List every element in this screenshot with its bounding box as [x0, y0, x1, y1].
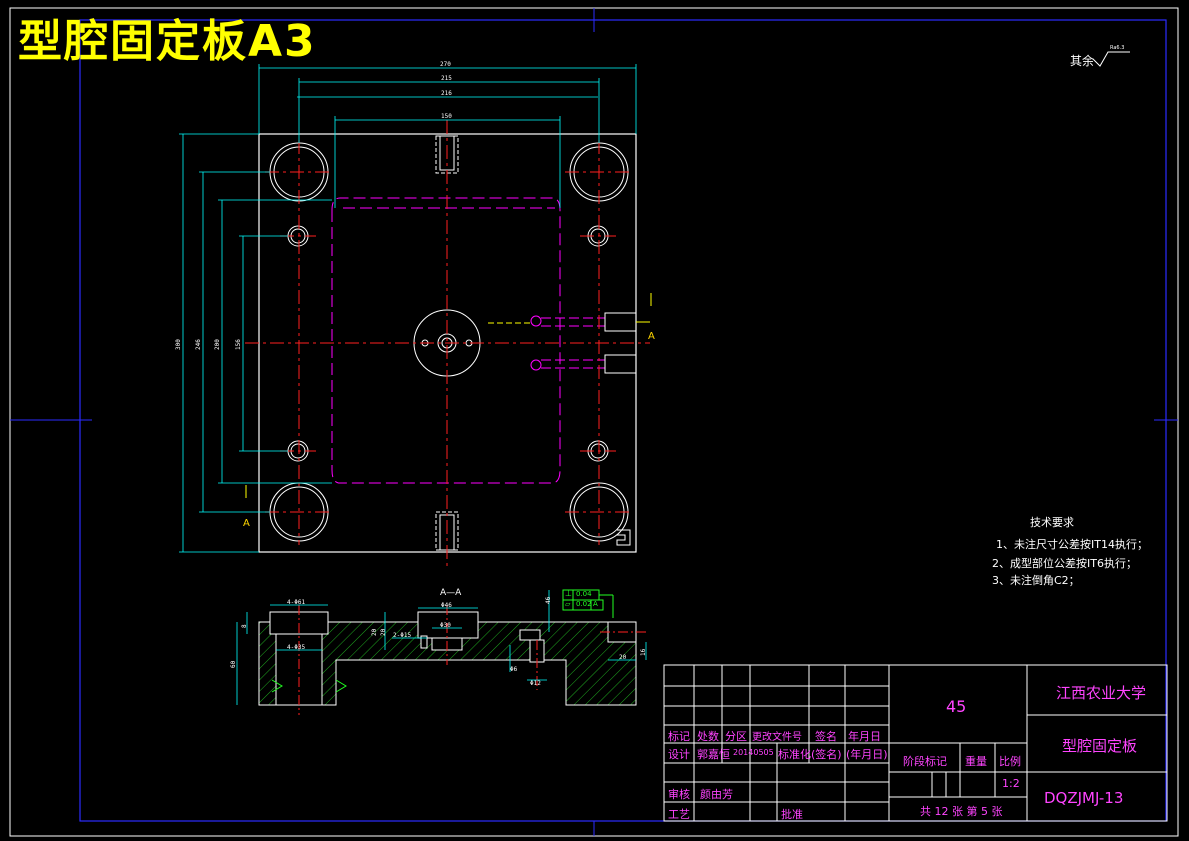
drawing-number: DQZJMJ-13 — [1044, 789, 1124, 807]
dim-8: 8 — [241, 624, 248, 628]
check-label: 审核 — [668, 788, 690, 801]
dim-150: 150 — [441, 113, 452, 120]
dim-60: 60 — [230, 660, 237, 668]
drawing-title: 型腔固定板A3 — [18, 16, 317, 67]
weight-label: 重量 — [965, 755, 987, 768]
standardize-label: 标准化 — [778, 748, 811, 761]
roughness-symbols — [271, 679, 347, 693]
date-placeholder: (年月日) — [846, 748, 888, 761]
dim-270: 270 — [440, 61, 451, 68]
design-label: 设计 — [668, 748, 690, 761]
dim-phi6: Φ6 — [510, 666, 518, 673]
stage-label: 阶段标记 — [903, 755, 947, 768]
plan-dimensions-vertical — [179, 133, 332, 553]
dim-phi30: Φ30 — [440, 622, 451, 629]
dim-20-c: 20 — [619, 654, 627, 661]
process-label: 工艺 — [668, 808, 690, 821]
section-cut-line — [245, 293, 652, 498]
tech-requirement-item: 2、成型部位公差按IT6执行； — [992, 557, 1137, 570]
tech-requirement-item: 3、未注倒角C2； — [992, 574, 1080, 587]
rev-header: 年月日 — [848, 730, 881, 743]
cooling-channels — [488, 315, 605, 371]
dim-4-phi35: 4-Φ35 — [287, 644, 306, 651]
tolerance-frames — [562, 589, 614, 618]
tolerance-value-flat: 0.02 — [576, 600, 592, 608]
section-centerlines — [298, 605, 646, 715]
scale-value: 1:2 — [1002, 777, 1020, 790]
design-date: 20140505 — [733, 748, 774, 757]
roughness-symbol-default — [1092, 51, 1130, 67]
tolerance-symbol-flat: ▱ — [565, 600, 571, 608]
material: 45 — [946, 697, 967, 716]
part-name: 型腔固定板 — [1062, 737, 1138, 755]
designer-name: 郭嘉恒 — [697, 748, 730, 761]
dim-4-phi61: 4-Φ61 — [287, 599, 306, 606]
dim-46: 46 — [545, 596, 552, 604]
section-dimensions — [236, 590, 647, 705]
rev-header: 分区 — [725, 730, 747, 743]
plan-view — [179, 64, 652, 568]
water-fittings — [604, 312, 650, 374]
dim-20-b: 20 — [380, 628, 387, 636]
cavity-pocket-hidden — [331, 197, 561, 484]
guide-bushing-holes — [269, 142, 629, 542]
dim-216: 216 — [441, 90, 452, 97]
dim-215: 215 — [441, 75, 452, 82]
dim-156: 156 — [235, 339, 242, 350]
sign-placeholder: (签名) — [811, 748, 842, 761]
tech-requirements-heading: 技术要求 — [1030, 516, 1074, 529]
dim-300: 300 — [175, 339, 182, 350]
university-name: 江西农业大学 — [1056, 684, 1147, 702]
title-block — [663, 664, 1168, 822]
tolerance-value-perp: 0.04 — [576, 590, 592, 598]
centerlines — [245, 120, 650, 568]
rev-header: 签名 — [815, 730, 837, 743]
rev-header: 处数 — [697, 730, 719, 743]
dim-16: 16 — [640, 648, 647, 656]
cut-mark-right: A — [648, 331, 655, 342]
section-label: A—A — [440, 588, 462, 598]
plan-dimensions-horizontal — [258, 64, 637, 208]
section-view — [236, 589, 647, 715]
rev-header: 更改文件号 — [752, 732, 802, 743]
rev-header: 标记 — [668, 730, 690, 743]
tolerance-datum: A — [593, 600, 598, 608]
roughness-note: 其余 — [1070, 54, 1095, 68]
dim-246: 246 — [195, 339, 202, 350]
tech-requirement-item: 1、未注尺寸公差按IT14执行； — [996, 538, 1148, 551]
scale-label: 比例 — [999, 755, 1021, 768]
tolerance-symbol-perp: ⊥ — [565, 589, 572, 598]
corner-mark — [616, 529, 631, 546]
cut-mark-left: A — [243, 518, 250, 529]
centering-marks — [10, 8, 1178, 836]
dim-20-a: 20 — [371, 628, 378, 636]
roughness-value: Ra6.3 — [1110, 45, 1125, 51]
checker-name: 颜由芳 — [700, 788, 733, 801]
sheet-count: 共 12 张 第 5 张 — [920, 805, 1003, 818]
dim-phi46: Φ46 — [441, 602, 452, 609]
dim-2-phi15: 2-Φ15 — [393, 632, 412, 639]
approve-label: 批准 — [781, 808, 803, 821]
dim-200: 200 — [214, 339, 221, 350]
dim-phi12: Φ12 — [530, 680, 541, 687]
outer-sheet-border — [9, 7, 1179, 837]
